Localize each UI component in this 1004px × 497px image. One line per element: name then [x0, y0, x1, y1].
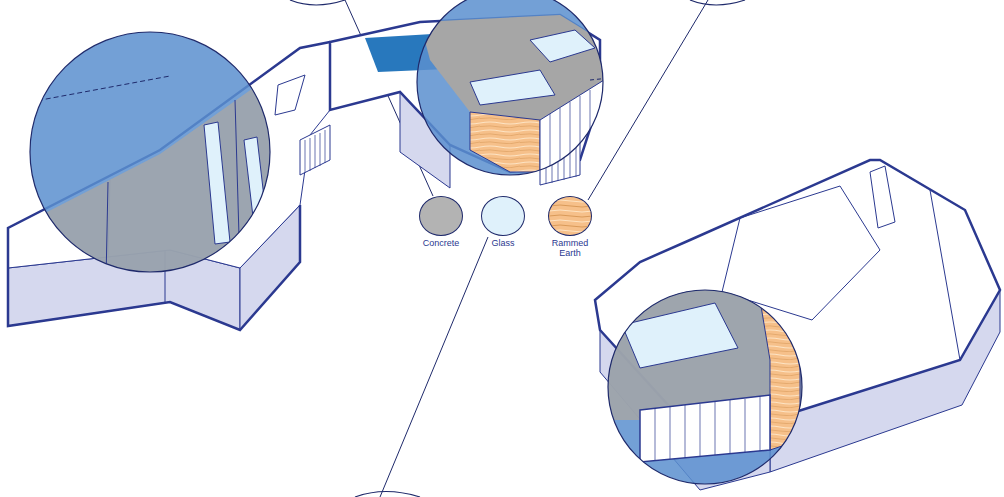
legend-swatch	[419, 196, 463, 236]
glass	[244, 137, 268, 234]
legend-item: Glass	[473, 196, 533, 249]
edge-line	[930, 190, 960, 360]
texture-line	[549, 215, 592, 217]
texture-line	[549, 205, 592, 207]
callout-edge	[290, 0, 345, 5]
texture-line	[549, 230, 592, 232]
glass	[530, 30, 595, 62]
magnifier-ring	[417, 0, 603, 175]
waterline	[30, 76, 170, 102]
texture-line	[549, 220, 592, 222]
right-building	[595, 160, 1000, 490]
vent	[300, 125, 330, 175]
legend-label: Rammed Earth	[550, 239, 590, 259]
texture-line	[549, 235, 592, 236]
edge-line	[106, 182, 108, 280]
texture-line	[549, 225, 592, 227]
vent	[540, 80, 604, 172]
legend-label: Glass	[473, 239, 533, 249]
swatch-texture	[549, 197, 592, 236]
water	[410, 0, 610, 180]
waterline	[590, 78, 610, 80]
vent	[640, 395, 770, 462]
vent-slats	[305, 130, 325, 173]
legend-label: Concrete	[411, 239, 471, 249]
vent-slats	[550, 90, 590, 168]
leader-line	[380, 237, 488, 497]
callout-edge	[690, 0, 745, 5]
glass	[204, 122, 230, 244]
magnifier	[410, 0, 610, 180]
callout-edge	[355, 492, 420, 497]
vent-slats	[655, 397, 760, 461]
legend-swatch	[548, 196, 592, 236]
leader-line	[588, 0, 708, 200]
concrete	[8, 34, 404, 400]
skylight	[870, 166, 895, 228]
magnifier-ring	[608, 290, 802, 484]
legend-item: Rammed Earth	[548, 196, 592, 259]
edge-line	[235, 100, 240, 270]
legend-swatch	[481, 196, 525, 236]
legend-item: Concrete	[411, 196, 471, 249]
skylight	[275, 75, 305, 115]
glass	[622, 303, 738, 368]
texture-line	[549, 200, 592, 202]
magnifier	[600, 270, 832, 485]
glass	[470, 70, 555, 105]
magnifier-ring	[30, 32, 270, 272]
magnifier	[8, 20, 404, 400]
rammed-earth	[470, 112, 540, 172]
texture-line	[549, 210, 592, 212]
